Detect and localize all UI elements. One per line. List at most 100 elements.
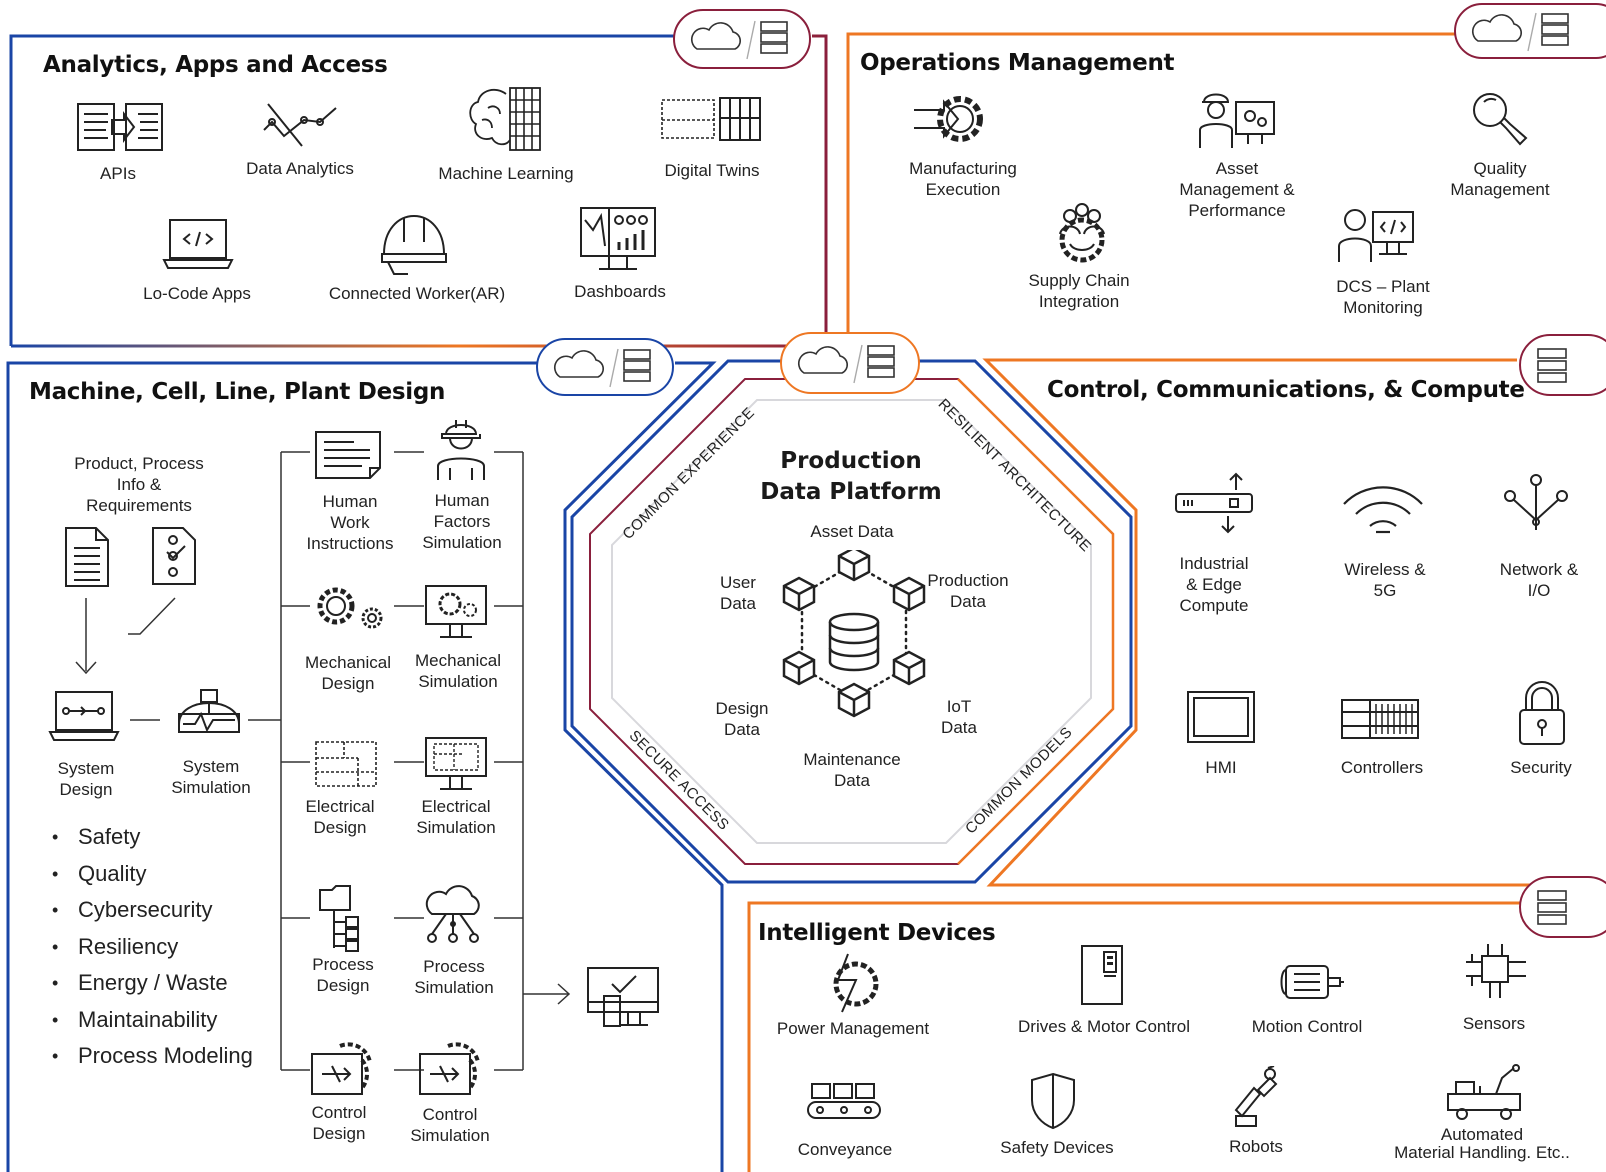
worker-icon [436,416,486,482]
power-management-label: Power Management [776,1019,930,1038]
edge-device-icon [1174,472,1254,536]
motion-control-label: Motion Control [1251,1017,1363,1036]
list-item: Safety [52,822,253,859]
safety-devices-label: Safety Devices [1000,1138,1114,1157]
wireless-5g-label: Wireless &5G [1344,560,1426,600]
digital-twins-label: Digital Twins [664,161,760,180]
work-instructions-icon [314,430,384,480]
hmi-screen-icon [1186,690,1256,744]
cloud-server-badge [673,9,811,69]
verified-monitor-icon [586,966,662,1030]
cloud-server-icon [1471,12,1569,52]
operator-screen-icon [1337,206,1417,264]
dashboard-monitor-icon [579,206,657,272]
sensors-label: Sensors [1462,1014,1526,1033]
server-icon [1537,348,1567,383]
network-io-label: Network &I/O [1499,560,1579,600]
wireless-icon [1342,480,1424,534]
design-panel-title: Machine, Cell, Line, Plant Design [29,379,446,405]
list-item: Process Modeling [52,1041,253,1078]
laptop-code-icon [162,218,234,270]
conveyance-label: Conveyance [797,1140,893,1159]
mechanical-simulation-icon [424,584,488,640]
digital-twin-icon [660,96,764,142]
drive-cabinet-icon [1080,944,1124,1006]
server-icon [1537,890,1567,925]
document-icon [64,526,110,588]
agv-icon [1446,1064,1526,1120]
analytics-panel-title: Analytics, Apps and Access [43,52,388,78]
laptop-flow-icon [48,690,120,742]
cloud-server-icon [553,348,651,388]
apis-label: APIs [100,164,136,183]
cloud-server-badge [1454,3,1606,59]
control-design-icon [310,1042,378,1098]
cloud-network-icon [420,884,486,948]
list-item: Energy / Waste [52,968,253,1005]
lo-code-apps-label: Lo-Code Apps [143,284,251,303]
magnifier-icon [1470,90,1528,148]
design-considerations-list: Safety Quality Cybersecurity Resiliency … [52,822,253,1078]
electrical-schematic-icon [314,740,378,788]
security-label: Security [1510,758,1572,777]
data-hub-icon [782,550,926,718]
dashboards-label: Dashboards [574,282,666,301]
list-item: Maintainability [52,1005,253,1042]
controller-rack-icon [1340,698,1420,740]
operations-panel-title: Operations Management [860,50,1175,76]
team-gear-icon [1052,200,1112,266]
controllers-label: Controllers [1340,758,1424,777]
data-analytics-label: Data Analytics [246,159,354,178]
process-hierarchy-icon [318,884,368,954]
conveyor-icon [806,1082,882,1122]
cloud-server-badge [780,332,920,394]
server-badge [1519,334,1606,396]
gear-arrow-icon [912,88,992,150]
server-badge [1519,876,1606,938]
worker-gears-icon [1198,88,1278,150]
shield-icon [1030,1072,1076,1130]
control-simulation-icon [418,1042,486,1098]
electrical-simulation-icon [424,736,488,792]
api-document-icon [76,102,164,152]
padlock-icon [1518,680,1566,746]
hmi-label: HMI [1205,758,1237,777]
brain-circuit-icon [466,86,544,156]
network-nodes-icon [1502,474,1570,534]
asset-data-label: Asset Data [810,522,894,541]
list-item: Quality [52,859,253,896]
control-panel-title: Control, Communications, & Compute [1047,377,1525,403]
machine-learning-label: Machine Learning [438,164,574,183]
drives-motor-control-label: Drives & Motor Control [1018,1017,1190,1036]
cloud-server-icon [690,20,788,60]
power-gear-icon [828,952,880,1014]
devices-panel-title: Intelligent Devices [758,920,996,946]
list-item: Cybersecurity [52,895,253,932]
system-simulation-icon [175,684,243,742]
sensor-chip-icon [1464,942,1528,1002]
cloud-server-icon [797,344,895,384]
robot-arm-icon [1230,1066,1282,1128]
